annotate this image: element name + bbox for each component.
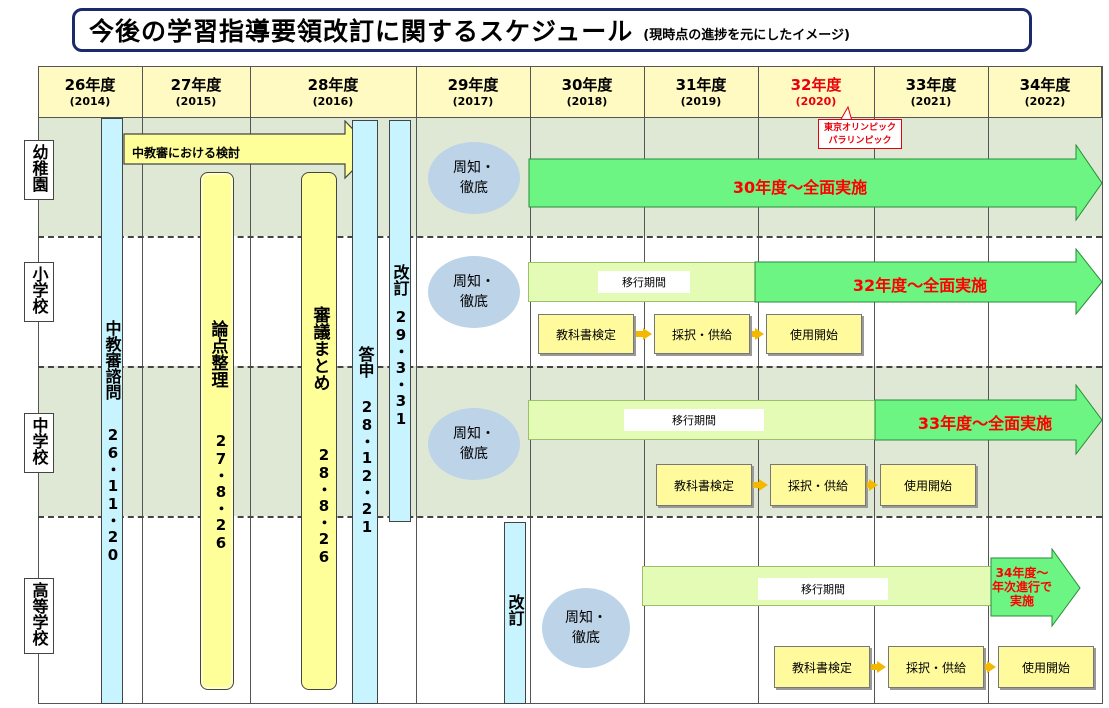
kindergarten-impl-arrow: [528, 144, 1103, 222]
year-col-33: 33年度(2021): [905, 75, 957, 108]
arrow-stem: [636, 331, 644, 337]
row-divider: [38, 236, 1102, 238]
review-arrow-label: 中教審における検討: [132, 146, 241, 160]
grid-line: [38, 66, 39, 704]
arrow-stem: [752, 331, 756, 337]
high-impl-arrow: [990, 548, 1081, 628]
report-date: 28・12・21: [358, 398, 376, 536]
kindergarten-impl-label: 30年度～全面実施: [732, 178, 868, 197]
grid-line: [644, 66, 645, 704]
high-transition-label: 移行期間: [758, 578, 888, 600]
year-col-29: 29年度(2017): [447, 75, 499, 108]
report-label: 答申: [355, 346, 375, 378]
junior-start-box: 使用開始: [880, 464, 976, 506]
year-col-27: 27年度(2015): [170, 75, 222, 108]
revision-bar: [389, 120, 411, 522]
row-label-high: 高等学校: [24, 578, 54, 654]
year-col-32: 32年度(2020): [790, 75, 842, 108]
arrow-head: [877, 661, 886, 673]
high-adoption-box: 採択・供給: [888, 646, 984, 688]
elementary-impl-arrow: [754, 248, 1103, 316]
arrow-stem: [753, 482, 760, 488]
grid-bottom: [38, 703, 1103, 704]
grid-line: [142, 66, 143, 704]
arrow-head: [755, 328, 764, 340]
revision-label: 改訂: [390, 264, 410, 296]
inquiry-label: 中教審諮問: [102, 320, 122, 400]
arrow-head: [869, 479, 878, 491]
arrow-stem: [871, 664, 878, 670]
grid-line: [250, 66, 251, 704]
title-box: 今後の学習指導要領改訂に関するスケジュール (現時点の進捗を元にしたイメージ): [72, 8, 1032, 52]
elementary-start-box: 使用開始: [766, 314, 862, 354]
junior-transition-label: 移行期間: [624, 409, 764, 431]
notice-junior: 周知・徹底: [428, 408, 520, 480]
year-col-26: 26年度(2014): [64, 75, 116, 108]
report-bar: [352, 120, 378, 704]
grid-line: [874, 66, 875, 704]
elementary-textbook-box: 教科書検定: [538, 314, 634, 354]
inquiry-bar: [101, 118, 123, 704]
notice-kindergarten: 周知・徹底: [428, 142, 520, 214]
year-col-30: 30年度(2018): [561, 75, 613, 108]
grid-line: [758, 66, 759, 704]
year-col-34: 34年度(2022): [1019, 75, 1071, 108]
issues-date: 27・8・26: [212, 432, 230, 552]
arrow-stem: [985, 664, 988, 670]
high-start-box: 使用開始: [998, 646, 1094, 688]
summary-date: 28・8・26: [315, 446, 333, 566]
junior-adoption-box: 採択・供給: [770, 464, 866, 506]
row-label-elementary: 小学校: [24, 262, 54, 322]
grid-line: [1102, 66, 1103, 704]
high-textbook-box: 教科書検定: [774, 646, 870, 688]
issues-bar: [200, 172, 234, 690]
elementary-transition-label: 移行期間: [598, 271, 690, 293]
junior-impl-label: 33年度～全面実施: [917, 414, 1053, 433]
arrow-head: [987, 661, 996, 673]
junior-impl-arrow: [874, 384, 1103, 456]
inquiry-date: 26・11・20: [104, 426, 122, 564]
elementary-adoption-box: 採択・供給: [654, 314, 750, 354]
year-col-31: 31年度(2019): [675, 75, 727, 108]
grid-line: [416, 66, 417, 704]
arrow-head: [759, 479, 768, 491]
row-divider: [38, 366, 1102, 368]
notice-elementary: 周知・徹底: [428, 256, 520, 328]
summary-bar: [301, 172, 337, 690]
issues-label: 論点整理: [207, 320, 228, 388]
revision-high-bar: [504, 522, 526, 704]
page-subtitle: (現時点の進捗を元にしたイメージ): [643, 27, 850, 43]
year-col-28: 28年度(2016): [307, 75, 359, 108]
grid-line: [530, 66, 531, 704]
summary-label: 審議まとめ: [309, 306, 330, 391]
elementary-impl-label: 32年度～全面実施: [852, 276, 988, 295]
page-title: 今後の学習指導要領改訂に関するスケジュール: [89, 17, 634, 46]
year-header: [38, 66, 1102, 118]
grid-line: [988, 66, 989, 704]
high-impl-label: 34年度～年次進行で実施: [992, 566, 1053, 608]
olympic-note: 東京オリンピック パラリンピック: [818, 119, 902, 149]
arrow-stem: [867, 482, 870, 488]
row-label-kindergarten: 幼稚園: [24, 140, 54, 200]
row-divider: [38, 516, 1102, 518]
revision-date: 29・3・31: [392, 308, 410, 428]
notice-high: 周知・徹底: [542, 588, 630, 668]
arrow-head: [643, 328, 652, 340]
junior-textbook-box: 教科書検定: [656, 464, 752, 506]
revision-high-label: 改訂: [505, 594, 525, 626]
row-label-junior: 中学校: [24, 413, 54, 473]
